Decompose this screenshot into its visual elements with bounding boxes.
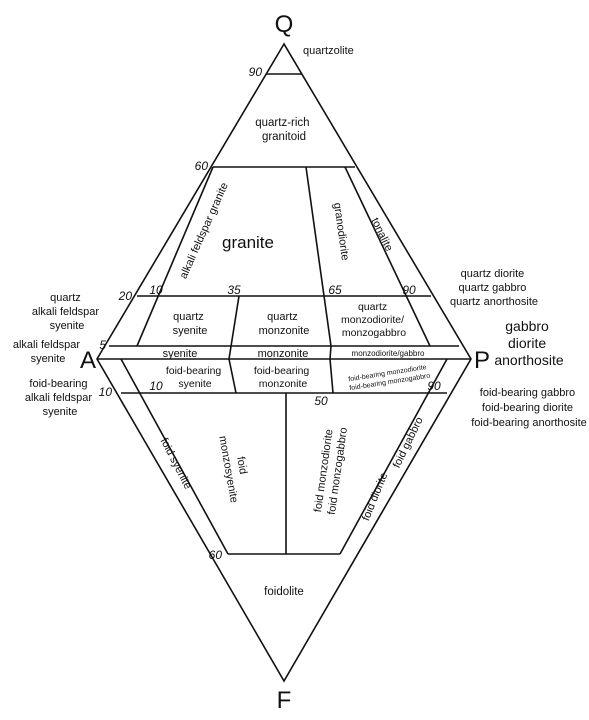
outside-fbafs-line2: alkali feldspar bbox=[25, 392, 93, 404]
outside-fbafs-line3: syenite bbox=[43, 406, 78, 418]
field-foid-bearing-syenite-line1: foid-bearing bbox=[166, 365, 222, 377]
tick-q60: 60 bbox=[195, 159, 209, 173]
field-granite: granite bbox=[222, 233, 274, 252]
field-quartz-monzonite-line2: monzonite bbox=[259, 325, 310, 337]
outside-fbafs-line1: foid-bearing bbox=[29, 378, 87, 390]
field-foid-monzosyenite: foid monzosyenite bbox=[216, 432, 253, 503]
field-foid-bearing-monzonite-line1: foid-bearing bbox=[254, 365, 310, 377]
vertex-f-label: F bbox=[277, 687, 292, 714]
outside-foid-bearing-gabbro-line2: foid-bearing diorite bbox=[482, 402, 573, 414]
outside-alkali-feldspar-syenite: alkali feldspar syenite bbox=[13, 339, 83, 365]
field-foid-monzodiorite: foid monzodiorite foid monzogabbro bbox=[312, 425, 350, 516]
tick-s65: 65 bbox=[328, 283, 342, 297]
outside-qafs-line3: syenite bbox=[50, 320, 85, 332]
outside-foid-bearing-alkali-feldspar-syenite: foid-bearing alkali feldspar syenite bbox=[25, 378, 95, 418]
field-quartz-syenite: quartz syenite bbox=[173, 311, 208, 337]
field-foid-monzodiorite-group: foid monzodiorite foid monzogabbro bbox=[312, 425, 350, 516]
field-monzodiorite-gabbro: monzodiorite/gabbro bbox=[352, 349, 425, 358]
line-lower-35 bbox=[228, 358, 237, 394]
field-quartz-rich-line1: quartz-rich bbox=[255, 117, 309, 129]
tick-q20: 20 bbox=[118, 289, 133, 303]
outside-gabbro-line3: anorthosite bbox=[494, 352, 563, 368]
field-foid-bearing-monzodiorite: foid-bearing monzodiorite foid-bearing m… bbox=[348, 364, 431, 393]
line-upper-10 bbox=[136, 166, 214, 347]
field-quartz-monzonite-line1: quartz bbox=[267, 311, 298, 323]
field-quartzolite: quartzolite bbox=[303, 45, 354, 57]
field-foid-bearing-syenite: foid-bearing syenite bbox=[166, 365, 224, 390]
outside-foid-bearing-gabbro-line1: foid-bearing gabbro bbox=[480, 387, 575, 399]
outside-quartz-diorite-line3: quartz anorthosite bbox=[450, 296, 538, 308]
field-granodiorite: granodiorite bbox=[331, 202, 351, 261]
field-quartz-syenite-line1: quartz bbox=[173, 311, 204, 323]
field-foid-monzosyenite-line1: foid bbox=[234, 456, 249, 476]
tick-f10-left: 10 bbox=[99, 385, 113, 399]
vertex-q-label: Q bbox=[275, 11, 294, 38]
tick-s90: 90 bbox=[402, 283, 416, 297]
outside-afs-line1: alkali feldspar bbox=[13, 339, 81, 351]
field-syenite: syenite bbox=[163, 348, 198, 360]
outside-quartz-alkali-feldspar-syenite: quartz alkali feldspar syenite bbox=[32, 292, 102, 332]
field-foid-bearing-monzonite-line2: monzonite bbox=[259, 378, 308, 390]
field-foid-monzosyenite-group: foid monzosyenite bbox=[216, 432, 253, 504]
tick-q5: 5 bbox=[99, 338, 106, 352]
outside-gabbro-line2: diorite bbox=[508, 335, 546, 351]
line-upper-90 bbox=[344, 166, 431, 347]
line-lower-65 bbox=[329, 358, 334, 394]
tick-s35: 35 bbox=[227, 283, 241, 297]
tick-q90: 90 bbox=[249, 65, 263, 79]
line-mid-65-low bbox=[329, 345, 332, 360]
outside-qafs-line2: alkali feldspar bbox=[32, 306, 100, 318]
tick-f60: 60 bbox=[209, 548, 223, 562]
qapf-outline bbox=[96, 42, 472, 683]
field-quartz-monzodiorite-line2: monzodiorite/ bbox=[341, 314, 404, 326]
line-lower-10 bbox=[120, 358, 229, 555]
field-quartz-monzonite: quartz monzonite bbox=[259, 311, 310, 337]
outside-foid-bearing-gabbro-line3: foid-bearing anorthosite bbox=[471, 417, 587, 429]
outside-afs-line2: syenite bbox=[31, 353, 66, 365]
tick-f50: 50 bbox=[314, 394, 328, 408]
field-foid-syenite: foid syenite bbox=[158, 436, 194, 491]
outside-quartz-diorite-line2: quartz gabbro bbox=[459, 282, 527, 294]
field-foidolite: foidolite bbox=[264, 586, 304, 598]
field-foid-gabbro: foid gabbro bbox=[391, 415, 426, 470]
outside-quartz-diorite-group: quartz diorite quartz gabbro quartz anor… bbox=[450, 268, 538, 308]
tick-f10-bottom: 10 bbox=[149, 379, 163, 393]
field-tonalite: tonalite bbox=[369, 216, 395, 253]
vertex-a-label: A bbox=[80, 347, 96, 374]
outside-gabbro-line1: gabbro bbox=[505, 318, 549, 334]
outside-quartz-diorite-line1: quartz diorite bbox=[461, 268, 525, 280]
line-upper-65 bbox=[305, 166, 332, 347]
vertex-p-label: P bbox=[474, 347, 490, 374]
field-foid-diorite: foid diorite bbox=[360, 471, 390, 523]
field-quartz-monzodiorite-line1: quartz bbox=[358, 301, 387, 313]
field-quartz-monzodiorite-line3: monzogabbro bbox=[342, 327, 406, 339]
field-foid-bearing-monzonite: foid-bearing monzonite bbox=[254, 365, 312, 390]
field-monzonite: monzonite bbox=[258, 348, 309, 360]
field-quartz-syenite-line2: syenite bbox=[173, 325, 208, 337]
line-upper-35 bbox=[228, 295, 240, 360]
field-foid-bearing-monzodiorite-group: foid-bearing monzodiorite foid-bearing m… bbox=[348, 364, 431, 393]
line-lower-90 bbox=[339, 358, 448, 555]
field-foid-bearing-syenite-line2: syenite bbox=[178, 378, 211, 390]
field-quartz-rich: quartz-rich granitoid bbox=[255, 117, 313, 143]
field-quartz-monzodiorite: quartz monzodiorite/ monzogabbro bbox=[341, 301, 407, 339]
field-quartz-rich-line2: granitoid bbox=[262, 131, 306, 143]
tick-s10: 10 bbox=[149, 283, 163, 297]
outside-gabbro-group: gabbro diorite anorthosite bbox=[494, 318, 563, 368]
outside-qafs-line1: quartz bbox=[50, 292, 81, 304]
tick-f90: 90 bbox=[427, 379, 441, 393]
outside-foid-bearing-gabbro-group: foid-bearing gabbro foid-bearing diorite… bbox=[471, 387, 587, 429]
